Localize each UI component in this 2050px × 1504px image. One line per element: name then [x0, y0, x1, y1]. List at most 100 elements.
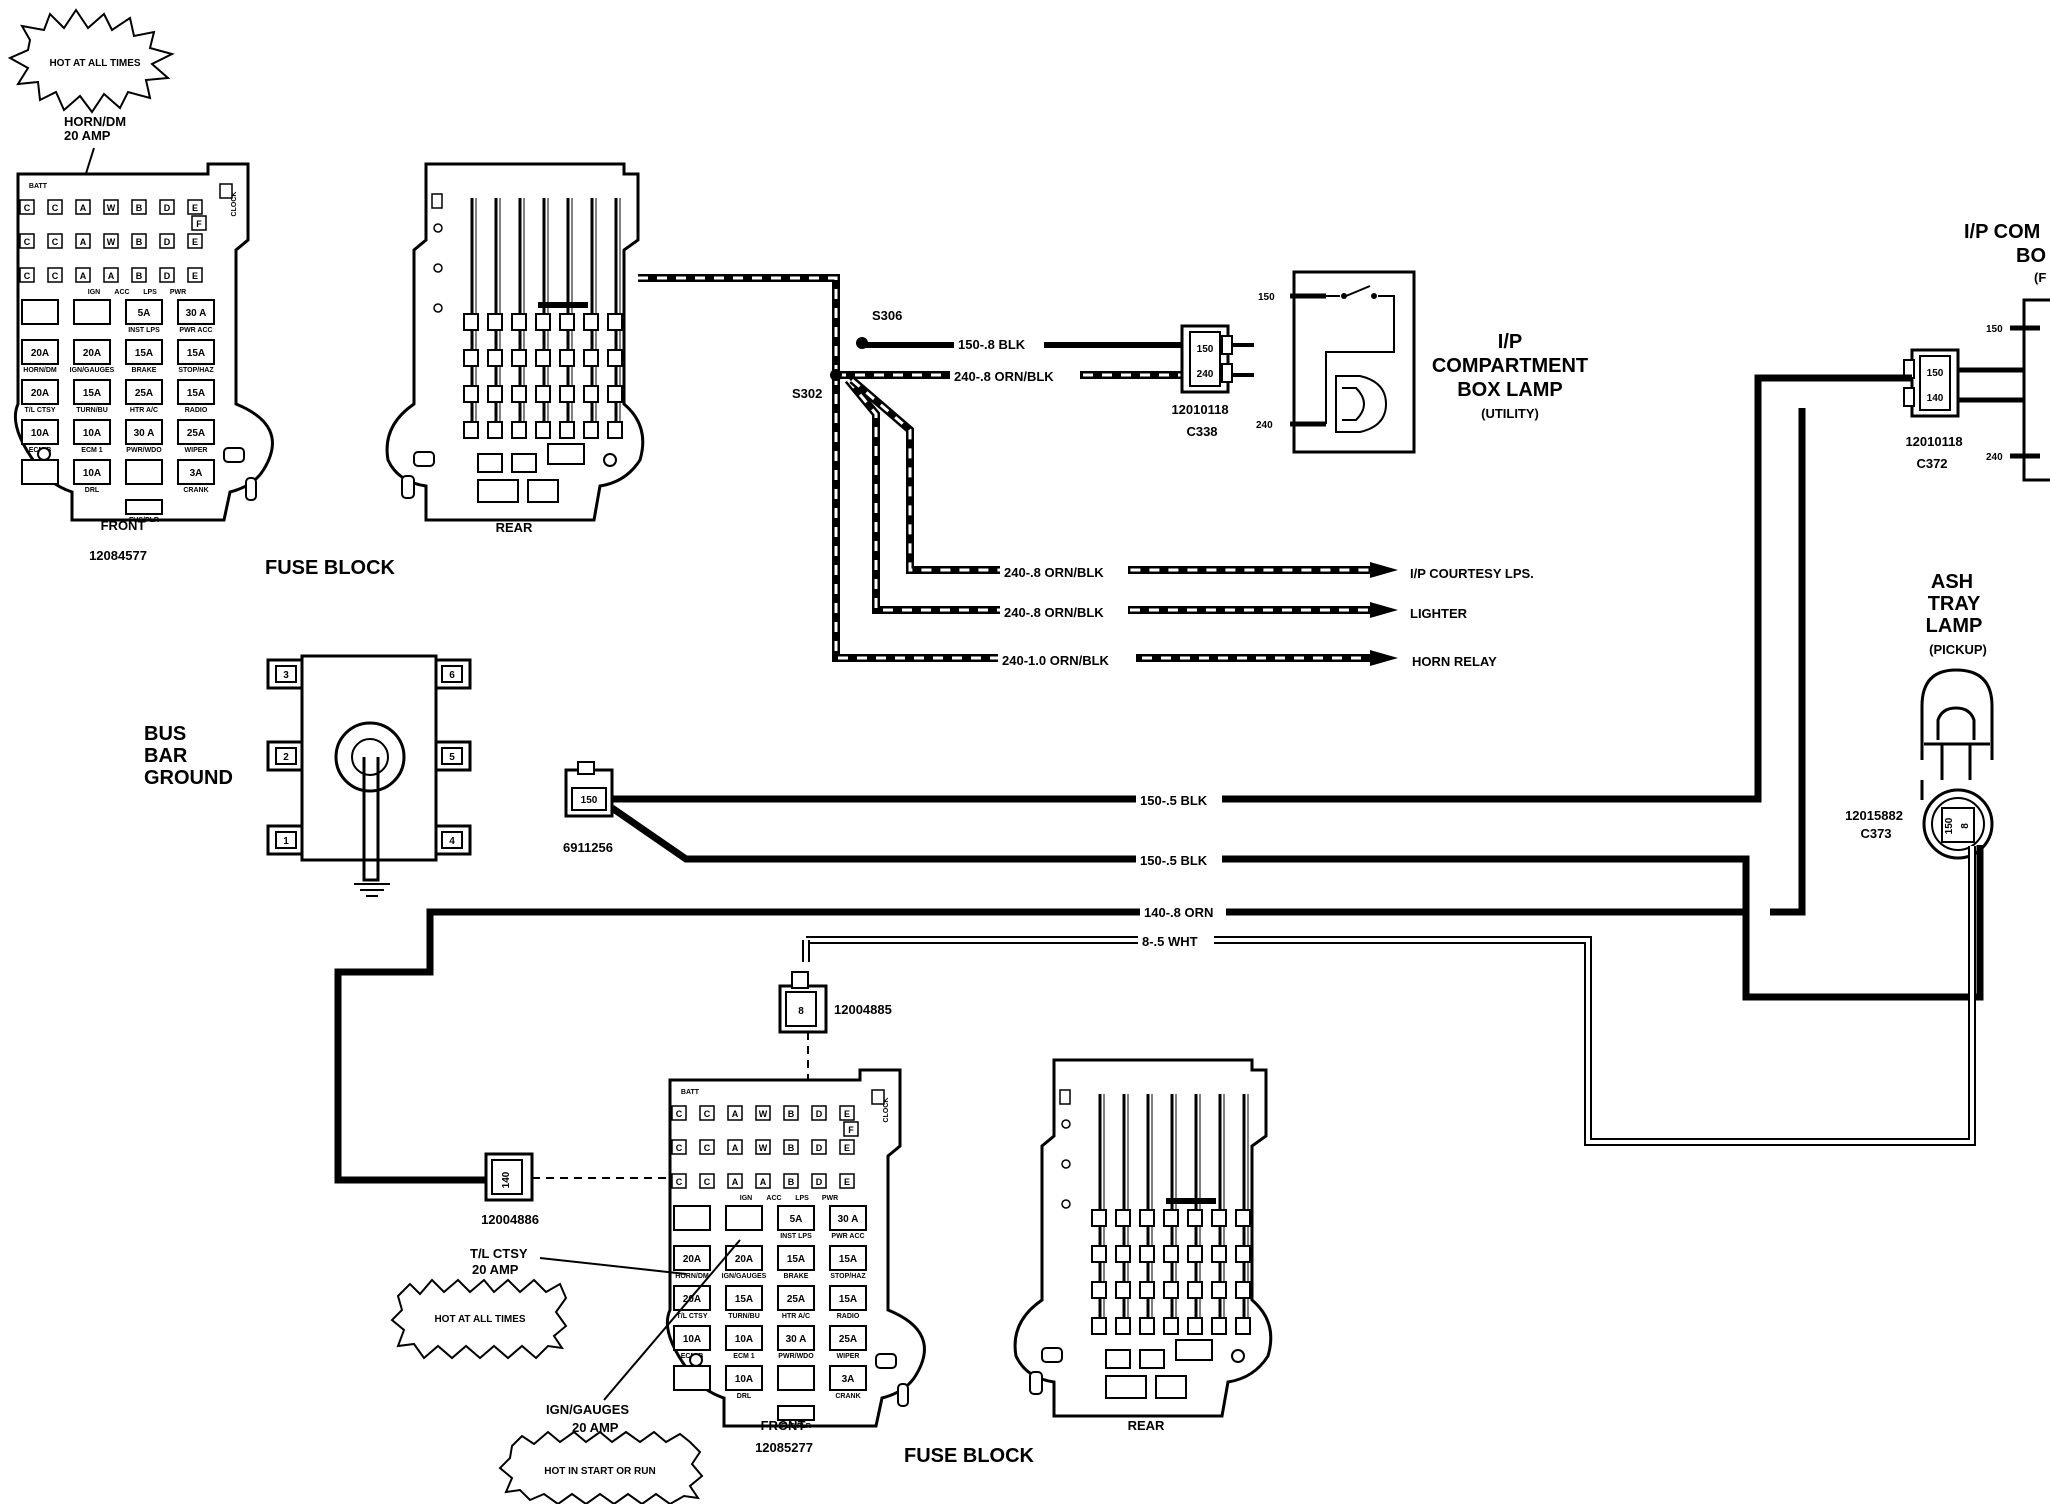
wire-label-150-top: 150-.8 BLK: [958, 337, 1026, 352]
fuse: [125, 339, 163, 365]
part-12004886: 12004886: [481, 1212, 539, 1227]
ip-lamp-line1: I/P: [1498, 331, 1522, 353]
rear-mount: [413, 451, 435, 467]
fuse-value: 15A: [187, 348, 205, 359]
fuse-slot: [811, 1139, 827, 1155]
rear-hole: [1061, 1199, 1071, 1209]
rear-mount: [401, 475, 415, 499]
fuse-slot: [187, 267, 203, 283]
fuse: [125, 499, 163, 515]
fuse-slot: [699, 1105, 715, 1121]
fuse-slot: [47, 267, 63, 283]
part-12004885: 12004885: [834, 1002, 892, 1017]
fuse-slot: [811, 1173, 827, 1189]
tl-ctsy-leader: [539, 1257, 687, 1275]
rear-terminal: [1139, 1245, 1155, 1263]
fuse-slot-letter: W: [759, 1143, 768, 1153]
fuse-slot-letter: E: [192, 237, 198, 247]
fuse-slot-letter: A: [732, 1109, 739, 1119]
rear-terminal: [1163, 1245, 1179, 1263]
rear-relay: [477, 479, 519, 503]
rear-relay: [1175, 1339, 1213, 1361]
fuse-slot-letter: D: [816, 1177, 823, 1187]
fuse-slot: [811, 1105, 827, 1121]
fuse: [125, 459, 163, 485]
fuse-slot-letter: A: [760, 1177, 767, 1187]
rear-terminal: [607, 349, 623, 367]
fuse-slot-letter: W: [107, 203, 116, 213]
ash-sub: (PICKUP): [1929, 642, 1987, 657]
pin-8-12004885: 8: [798, 1006, 804, 1017]
rear-terminal: [463, 313, 479, 331]
rear-label-top: REAR: [496, 520, 533, 535]
fuse-value: 15A: [187, 388, 205, 399]
rear-bridge: [1166, 1198, 1216, 1204]
fuse-slot: [19, 199, 35, 215]
fuse-slot-letter: C: [24, 203, 31, 213]
rear-terminal: [583, 421, 599, 439]
rear-hole: [1061, 1119, 1071, 1129]
fuse-value: 10A: [83, 468, 101, 479]
starburst-shape: [7, 8, 175, 114]
rear-terminal: [607, 313, 623, 331]
fuse: [73, 459, 111, 485]
fuse: [829, 1285, 867, 1311]
bus-term-2: 2: [283, 752, 289, 763]
bus-bar-line1: BUS: [144, 723, 186, 745]
lamp-pin-150: 150: [1258, 292, 1275, 303]
fuse: [829, 1245, 867, 1271]
fuse: [777, 1285, 815, 1311]
fuse-name: INST LPS: [128, 327, 160, 334]
fuse-slot-letter: C: [52, 237, 59, 247]
fuse-slot-letter: E: [844, 1143, 850, 1153]
fuse-name: ECM 1: [733, 1353, 755, 1360]
fuse-slot-letter: C: [704, 1109, 711, 1119]
fuse-slot: [671, 1139, 687, 1155]
wire-label-140: 140-.8 ORN: [1144, 905, 1213, 920]
fuse-value: 10A: [31, 428, 49, 439]
rear-terminal: [1187, 1245, 1203, 1263]
fuse-name: HORN/DM: [675, 1273, 709, 1280]
rear-terminal: [1211, 1281, 1227, 1299]
fuse-name: RADIO: [837, 1313, 860, 1320]
fuse-slot-letter: B: [788, 1143, 795, 1153]
c373-pin-8: 8: [1960, 823, 1971, 829]
fuse-name: DRL: [85, 487, 100, 494]
wire-label-240-horn: 240-1.0 ORN/BLK: [1002, 653, 1110, 668]
dest-courtesy: I/P COURTESY LPS.: [1410, 566, 1534, 581]
arrow-lighter: [1370, 602, 1398, 618]
rear-terminal: [583, 313, 599, 331]
rear-terminal: [607, 385, 623, 403]
fuse: [777, 1245, 815, 1271]
fuse-slot-letter: D: [164, 203, 171, 213]
fuse-slot-letter: C: [676, 1109, 683, 1119]
ip-compartment-box-lamp: 150 240: [1256, 270, 1416, 454]
batt-label: BATT: [29, 183, 48, 190]
rear-terminal: [535, 349, 551, 367]
rear-relay: [547, 443, 585, 465]
ip-comp-right-line2: BO: [2016, 245, 2046, 267]
fuse-slot: [699, 1173, 715, 1189]
part-6911256: 6911256: [563, 840, 613, 855]
fuse-slot-letter: A: [732, 1143, 739, 1153]
fuse-name: STOP/HAZ: [178, 367, 214, 374]
fuse-slot: [131, 199, 147, 215]
bus-term-3: 3: [283, 670, 289, 681]
ash-tray-lamp-bulb: [1920, 668, 1994, 780]
rear-mount: [603, 453, 617, 467]
bus-term-6: 6: [449, 670, 455, 681]
fuse-slot: [19, 233, 35, 249]
fuse-name: ECM 1: [81, 447, 103, 454]
fuse-slot-letter: C: [52, 271, 59, 281]
fuse: [725, 1285, 763, 1311]
fuse-value: 20A: [683, 1294, 701, 1305]
circuit-label: ACC: [766, 1195, 781, 1202]
c372-part: 12010118: [1905, 434, 1962, 449]
circuit-label: IGN: [740, 1195, 752, 1202]
ign-gauges-callout: IGN/GAUGES: [546, 1402, 629, 1417]
fuse-value: 10A: [83, 428, 101, 439]
fuse-value: 30 A: [134, 428, 155, 439]
fuse-block-rear-bottom: [1013, 1058, 1273, 1418]
circuit-label: LPS: [143, 289, 157, 296]
